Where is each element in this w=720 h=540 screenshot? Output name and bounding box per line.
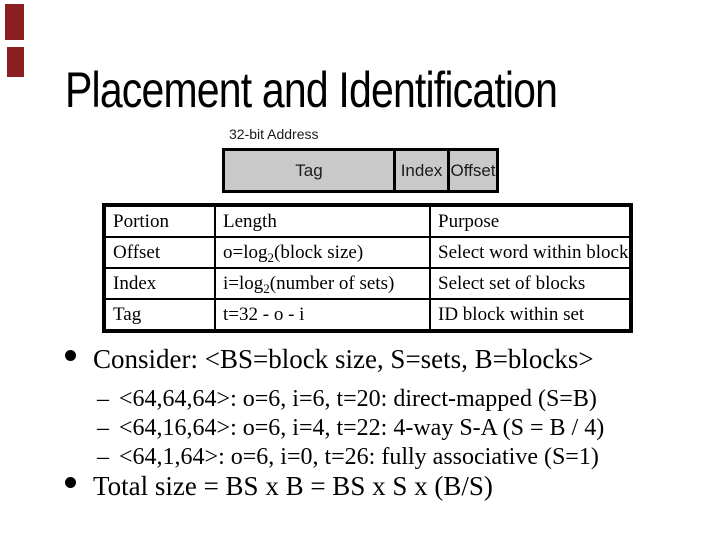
address-field-index: Index [396,151,450,190]
length-formula-rest: (block size) [274,241,364,263]
bullet-icon [65,350,76,361]
column-header-purpose: Purpose [429,204,632,238]
address-diagram-label: 32-bit Address [229,126,319,142]
cell-length: o=log2(block size) [214,236,431,269]
bullet-item-consider: Consider: <BS=block size, S=sets, B=bloc… [65,344,594,375]
table-row: Tag t=32 - o - i ID block within set [103,298,632,332]
cell-purpose: Select word within block [429,236,632,269]
sub-bullet-item: –<64,1,64>: o=6, i=0, t=26: fully associ… [97,444,599,471]
bullet-text: Total size = BS x B = BS x S x (B/S) [93,471,493,501]
address-field-offset: Offset [450,160,496,180]
bullet-item-total-size: Total size = BS x B = BS x S x (B/S) [65,471,493,502]
length-formula-rest: (number of sets) [269,272,395,294]
address-field-tag: Tag [225,151,396,190]
length-formula: i=log [223,272,264,294]
column-header-length: Length [214,204,431,238]
bullet-icon [65,477,76,488]
table-row: Index i=log2(number of sets) Select set … [103,267,632,300]
cell-purpose: ID block within set [429,298,632,332]
corner-decoration-mark-icon [7,47,24,77]
sub-bullet-text: <64,64,64>: o=6, i=6, t=20: direct-mappe… [119,386,597,412]
sub-bullet-item: –<64,16,64>: o=6, i=4, t=22: 4-way S-A (… [97,415,604,442]
dash-icon: – [97,444,109,470]
slide-title: Placement and Identification [65,62,558,118]
cell-portion: Tag [103,298,216,332]
column-header-portion: Portion [103,204,216,238]
cell-portion: Offset [103,236,216,269]
sub-bullet-text: <64,1,64>: o=6, i=0, t=26: fully associa… [119,444,599,470]
dash-icon: – [97,415,109,441]
length-subscript: 2 [267,249,275,265]
table-header-row: Portion Length Purpose [103,204,632,238]
address-portion-table: Portion Length Purpose Offset o=log2(blo… [102,203,633,333]
address-diagram: Tag Index Offset [222,148,499,193]
length-formula: o=log [223,241,268,263]
cell-purpose: Select set of blocks [429,267,632,300]
sub-bullet-item: –<64,64,64>: o=6, i=6, t=20: direct-mapp… [97,386,597,413]
length-subscript: 2 [263,280,270,296]
length-formula: t=32 - o - i [223,303,305,325]
table-row: Offset o=log2(block size) Select word wi… [103,236,632,269]
cell-length: i=log2(number of sets) [214,267,431,300]
sub-bullet-text: <64,16,64>: o=6, i=4, t=22: 4-way S-A (S… [119,415,605,441]
cell-portion: Index [103,267,216,300]
cell-length: t=32 - o - i [214,298,431,332]
dash-icon: – [97,386,109,412]
bullet-text: Consider: <BS=block size, S=sets, B=bloc… [93,344,594,374]
corner-decoration-mark-icon [5,4,24,40]
